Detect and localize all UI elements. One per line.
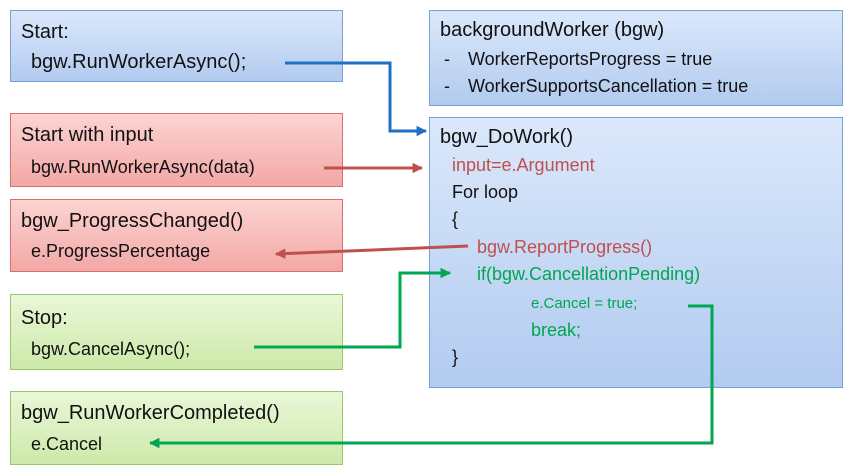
progress-changed-title: bgw_ProgressChanged() — [21, 210, 244, 232]
start-code: bgw.RunWorkerAsync(); — [31, 51, 247, 73]
background-worker-bullet-2: - — [444, 76, 450, 96]
progress-changed-box: bgw_ProgressChanged() e.ProgressPercenta… — [10, 199, 343, 272]
background-worker-item-1: WorkerReportsProgress = true — [468, 49, 713, 69]
arrow-stop-to-cancellation — [254, 267, 452, 349]
start-box: Start: bgw.RunWorkerAsync(); — [10, 10, 343, 82]
do-work-if-cancel-line: if(bgw.CancellationPending) — [477, 264, 701, 284]
do-work-title: bgw_DoWork() — [440, 126, 573, 148]
do-work-break-line: break; — [531, 320, 582, 340]
do-work-close-brace: } — [452, 347, 459, 367]
do-work-box: bgw_DoWork() input=e.Argument For loop {… — [429, 117, 843, 388]
arrow-report-to-progress — [274, 244, 469, 259]
background-worker-bullet-1: - — [444, 49, 450, 69]
run-worker-completed-code: e.Cancel — [31, 434, 103, 454]
stop-title: Stop: — [21, 307, 68, 329]
do-work-cancel-true-line: e.Cancel = true; — [531, 295, 638, 312]
arrow-cancel-to-completed — [148, 304, 714, 449]
do-work-for-loop-line: For loop — [452, 182, 519, 202]
do-work-input-line: input=e.Argument — [452, 155, 595, 175]
background-worker-box: backgroundWorker (bgw) - WorkerReportsPr… — [429, 10, 843, 106]
stop-box: Stop: bgw.CancelAsync(); — [10, 294, 343, 370]
stop-code: bgw.CancelAsync(); — [31, 339, 191, 359]
arrow-start-to-dowork — [285, 61, 428, 137]
progress-changed-code: e.ProgressPercentage — [31, 241, 211, 261]
do-work-open-brace: { — [452, 209, 459, 229]
start-with-input-title: Start with input — [21, 124, 154, 146]
run-worker-completed-title: bgw_RunWorkerCompleted() — [21, 402, 280, 424]
do-work-report-progress-line: bgw.ReportProgress() — [477, 237, 653, 257]
run-worker-completed-box: bgw_RunWorkerCompleted() e.Cancel — [10, 391, 343, 465]
start-with-input-box: Start with input bgw.RunWorkerAsync(data… — [10, 113, 343, 187]
start-title: Start: — [21, 21, 69, 43]
background-worker-item-2: WorkerSupportsCancellation = true — [468, 76, 749, 96]
start-with-input-code: bgw.RunWorkerAsync(data) — [31, 157, 255, 177]
background-worker-title: backgroundWorker (bgw) — [440, 19, 665, 41]
